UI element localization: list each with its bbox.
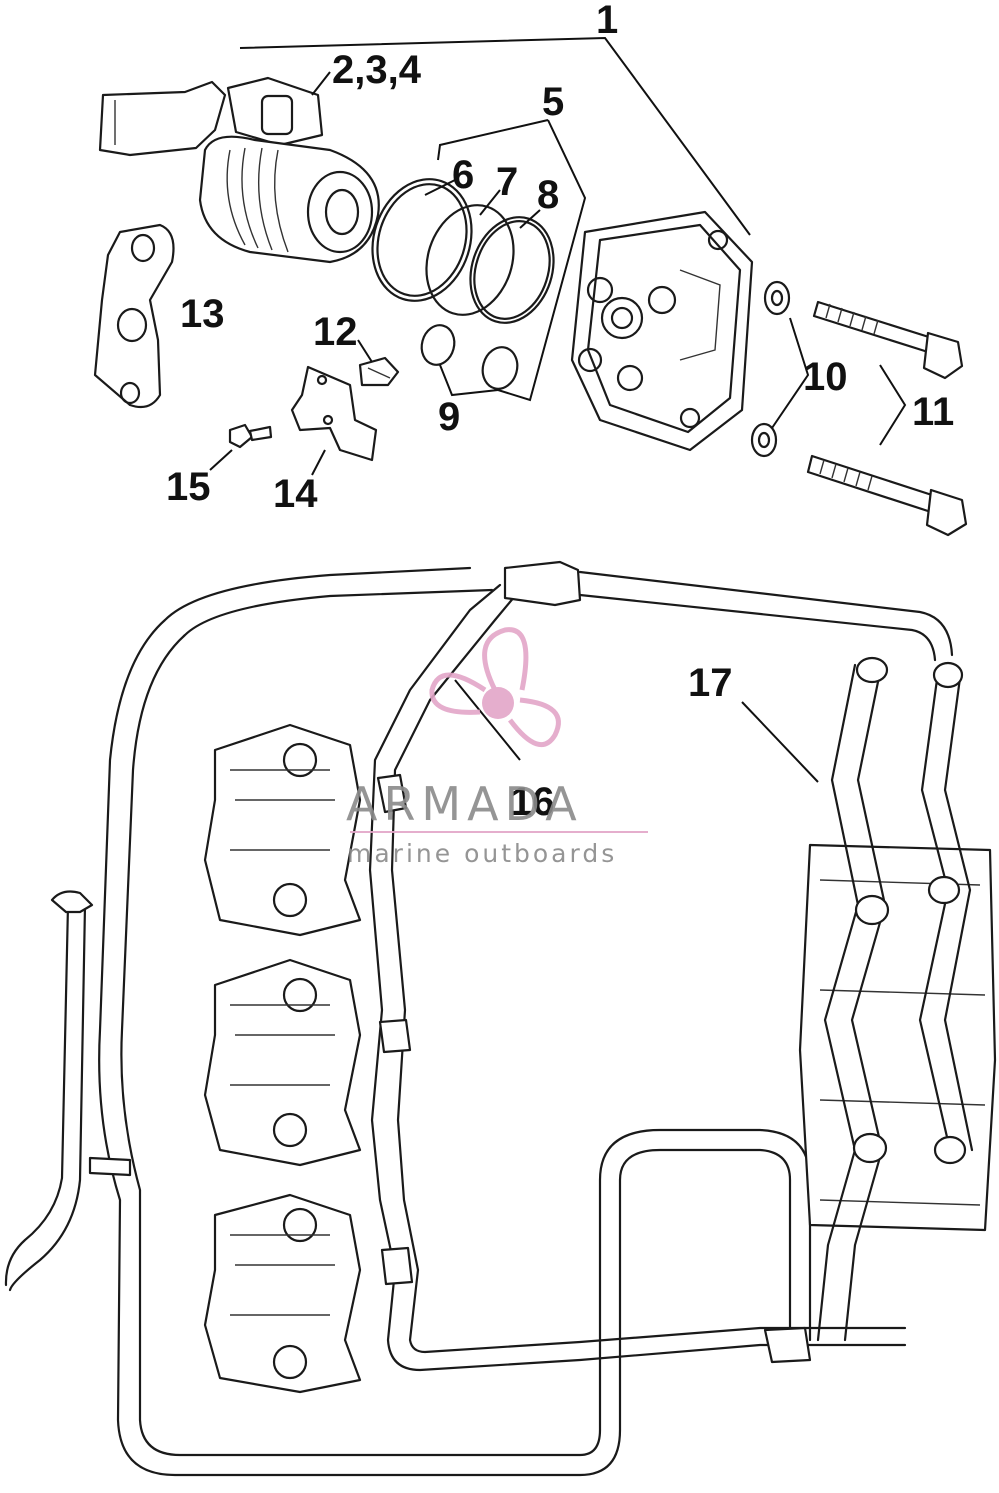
- callout-6: 6: [452, 153, 474, 197]
- callout-15: 15: [166, 465, 211, 509]
- callout-10: 10: [803, 355, 848, 399]
- injector-bank-left: [203, 723, 362, 1394]
- callout-16: 16: [510, 780, 555, 824]
- callout-2-3-4: 2,3,4: [332, 48, 422, 92]
- valve-housing: [570, 210, 754, 452]
- hose-center: [368, 560, 954, 1372]
- callout-1: 1: [596, 0, 618, 42]
- callout-8: 8: [537, 173, 559, 217]
- washers-10: [750, 280, 791, 458]
- callout-17: 17: [688, 661, 733, 705]
- hose-17: [816, 656, 974, 1342]
- callout-labels: 1 2,3,4 5 6 7 8 9 10 11 12 13 14 15 16 1…: [166, 0, 954, 824]
- callout-12: 12: [313, 310, 358, 354]
- o-ring-6: [371, 178, 473, 302]
- propeller-logo: [429, 627, 561, 747]
- sensor-valve-assembly: [98, 76, 380, 264]
- bolts-11: [806, 300, 968, 537]
- o-ring-8: [469, 216, 555, 324]
- callout-14: 14: [273, 472, 318, 516]
- callout-9: 9: [438, 395, 460, 439]
- hose-16: [4, 566, 812, 1477]
- clip-12: [358, 356, 400, 387]
- gasket-13: [93, 223, 175, 409]
- callout-5: 5: [542, 80, 564, 124]
- callout-13: 13: [180, 292, 225, 336]
- callout-11: 11: [912, 390, 954, 434]
- watermark-brand: ARMADA: [346, 777, 583, 831]
- screw-15: [228, 423, 273, 449]
- leader-lines: [209, 36, 907, 783]
- watermark-tagline: marine outboards: [347, 839, 617, 868]
- bracket-14: [290, 365, 378, 462]
- watermark: ARMADA marine outboards: [346, 627, 648, 868]
- o-rings-9: [420, 324, 519, 390]
- callout-7: 7: [496, 160, 518, 204]
